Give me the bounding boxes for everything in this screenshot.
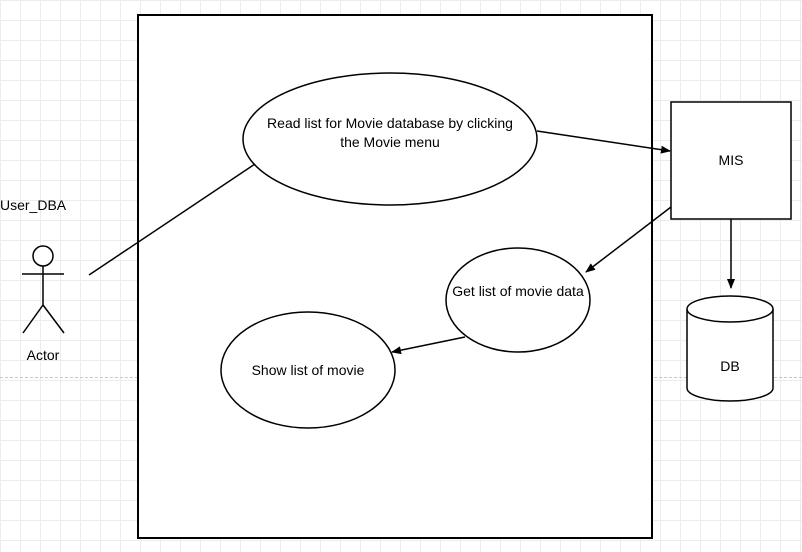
use-case-get-list-label: Get list of movie data xyxy=(452,283,584,299)
use-case-show-list-label: Show list of movie xyxy=(251,362,365,378)
use-case-show-list[interactable] xyxy=(220,311,396,429)
use-case-read-list-label: Read list for Movie database by clicking… xyxy=(267,115,513,150)
use-case-get-list[interactable] xyxy=(445,247,591,353)
db-label: DB xyxy=(720,358,740,374)
arrow-get-list-to-show-list xyxy=(391,336,466,355)
mis-box[interactable] xyxy=(670,101,792,220)
arrow-mis-to-get-list xyxy=(585,206,672,273)
actor-title: User_DBA xyxy=(0,197,67,213)
mis-label: MIS xyxy=(718,152,744,168)
use-case-read-list[interactable] xyxy=(242,72,538,206)
db-cylinder[interactable] xyxy=(686,295,774,402)
connector-actor-to-read-list xyxy=(88,163,256,276)
arrow-read-list-to-mis xyxy=(536,130,671,154)
actor-label: Actor xyxy=(26,347,60,363)
actor-figure[interactable] xyxy=(22,245,65,334)
